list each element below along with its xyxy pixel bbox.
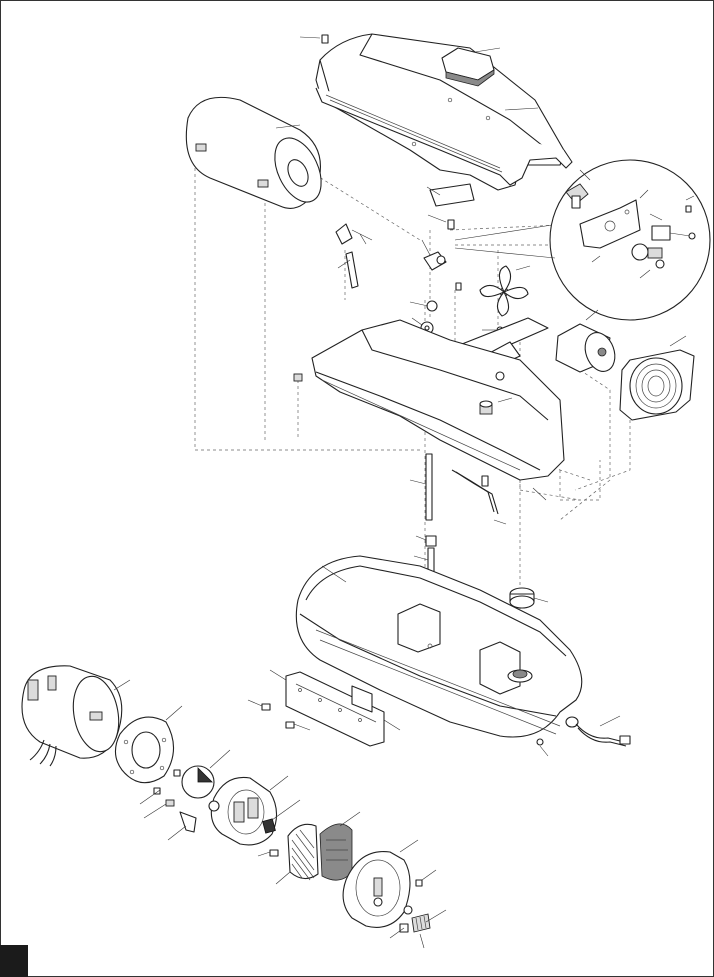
bottom-small-parts (257, 849, 447, 949)
igniter-bracket-parts (421, 183, 475, 271)
fan-screw (455, 282, 462, 291)
lower-shroud (311, 319, 565, 501)
pump-end-plate (114, 705, 183, 784)
pump-fittings (139, 769, 197, 841)
power-cord (536, 715, 631, 757)
pump-rotor (181, 749, 231, 799)
fuel-cap (509, 587, 549, 609)
filter-pad (262, 799, 301, 834)
control-panel-plate (269, 669, 401, 747)
fuel-line (409, 453, 507, 525)
screen-filter (275, 823, 319, 885)
corner-tab (0, 945, 28, 977)
motor-assembly (555, 309, 616, 373)
fan-blade (479, 265, 531, 317)
fan-guard (619, 335, 695, 421)
pump-motor (21, 665, 131, 767)
combustion-chamber (185, 96, 322, 209)
pump-body (208, 775, 289, 846)
upper-shroud (315, 33, 573, 191)
end-cover (342, 839, 419, 928)
electrode-clips (335, 223, 373, 289)
inset-detail-circle (454, 159, 711, 321)
plate-screws (247, 699, 311, 731)
carry-handle (441, 47, 501, 87)
fuel-tank (295, 555, 583, 738)
lower-shroud-screw (293, 373, 303, 382)
top-screw (299, 34, 329, 44)
